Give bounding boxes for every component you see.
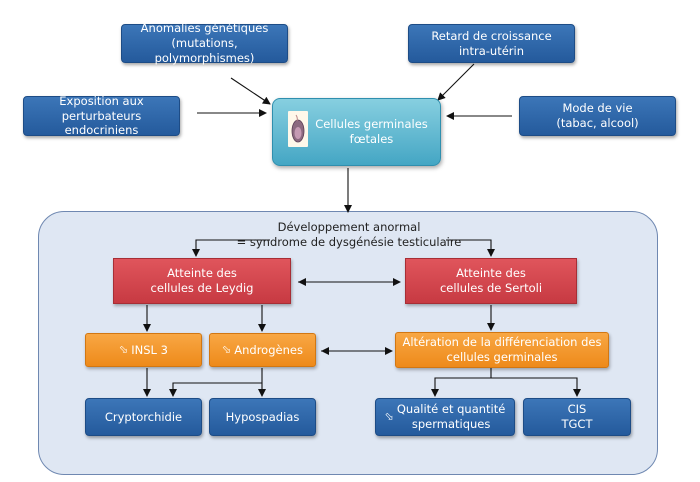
arrow-to-cis bbox=[491, 377, 581, 397]
androgenes-label: Androgènes bbox=[234, 342, 303, 357]
arrow-retard bbox=[437, 63, 475, 101]
arrow-to-qualite bbox=[431, 368, 492, 397]
arrowhead-androgenes bbox=[321, 347, 329, 355]
qualite-label: Qualité et quantité spermatiques bbox=[396, 402, 506, 431]
retard-croissance-box: Retard de croissance intra-utérin bbox=[408, 24, 575, 63]
exposition-perturbateurs-box: Exposition aux perturbateurs endocrinien… bbox=[23, 94, 180, 137]
cellules-germinales-box: Cellules germinales fœtales bbox=[272, 98, 441, 166]
arrowhead-leydig bbox=[298, 278, 306, 286]
cryptorchidie-box: Cryptorchidie bbox=[85, 398, 202, 436]
qualite-quantite-box: ⬂ Qualité et quantité spermatiques bbox=[375, 398, 515, 436]
arrow-down-right-icon: ⬂ bbox=[384, 409, 394, 423]
developpement-anormal-text: Développement anormal = syndrome de dysg… bbox=[236, 220, 462, 249]
hypospadias-box: Hypospadias bbox=[209, 398, 316, 436]
sertoli-box: Atteinte des cellules de Sertoli bbox=[405, 258, 577, 304]
androgenes-box: ⬂ Androgènes bbox=[209, 333, 316, 367]
arrow-down-right-icon: ⬂ bbox=[222, 342, 232, 356]
arrow-anomalies bbox=[230, 77, 271, 105]
cis-tgct-box: CIS TGCT bbox=[523, 398, 631, 436]
germ-cell-image bbox=[288, 111, 308, 147]
arrow-androgenes-crypto bbox=[169, 382, 262, 397]
alteration-box: Altération de la différenciation des cel… bbox=[395, 332, 609, 368]
leydig-box: Atteinte des cellules de Leydig bbox=[113, 258, 291, 304]
mode-de-vie-box: Mode de vie (tabac, alcool) bbox=[519, 96, 676, 136]
arrow-to-leydig bbox=[192, 239, 270, 257]
anomalies-genetiques-box: Anomalies génétiques (mutations, polymor… bbox=[121, 21, 288, 65]
insl3-label: INSL 3 bbox=[131, 342, 168, 357]
insl3-box: ⬂ INSL 3 bbox=[85, 333, 202, 367]
arrow-to-sertoli bbox=[446, 239, 495, 257]
arrow-down-right-icon: ⬂ bbox=[119, 342, 129, 356]
